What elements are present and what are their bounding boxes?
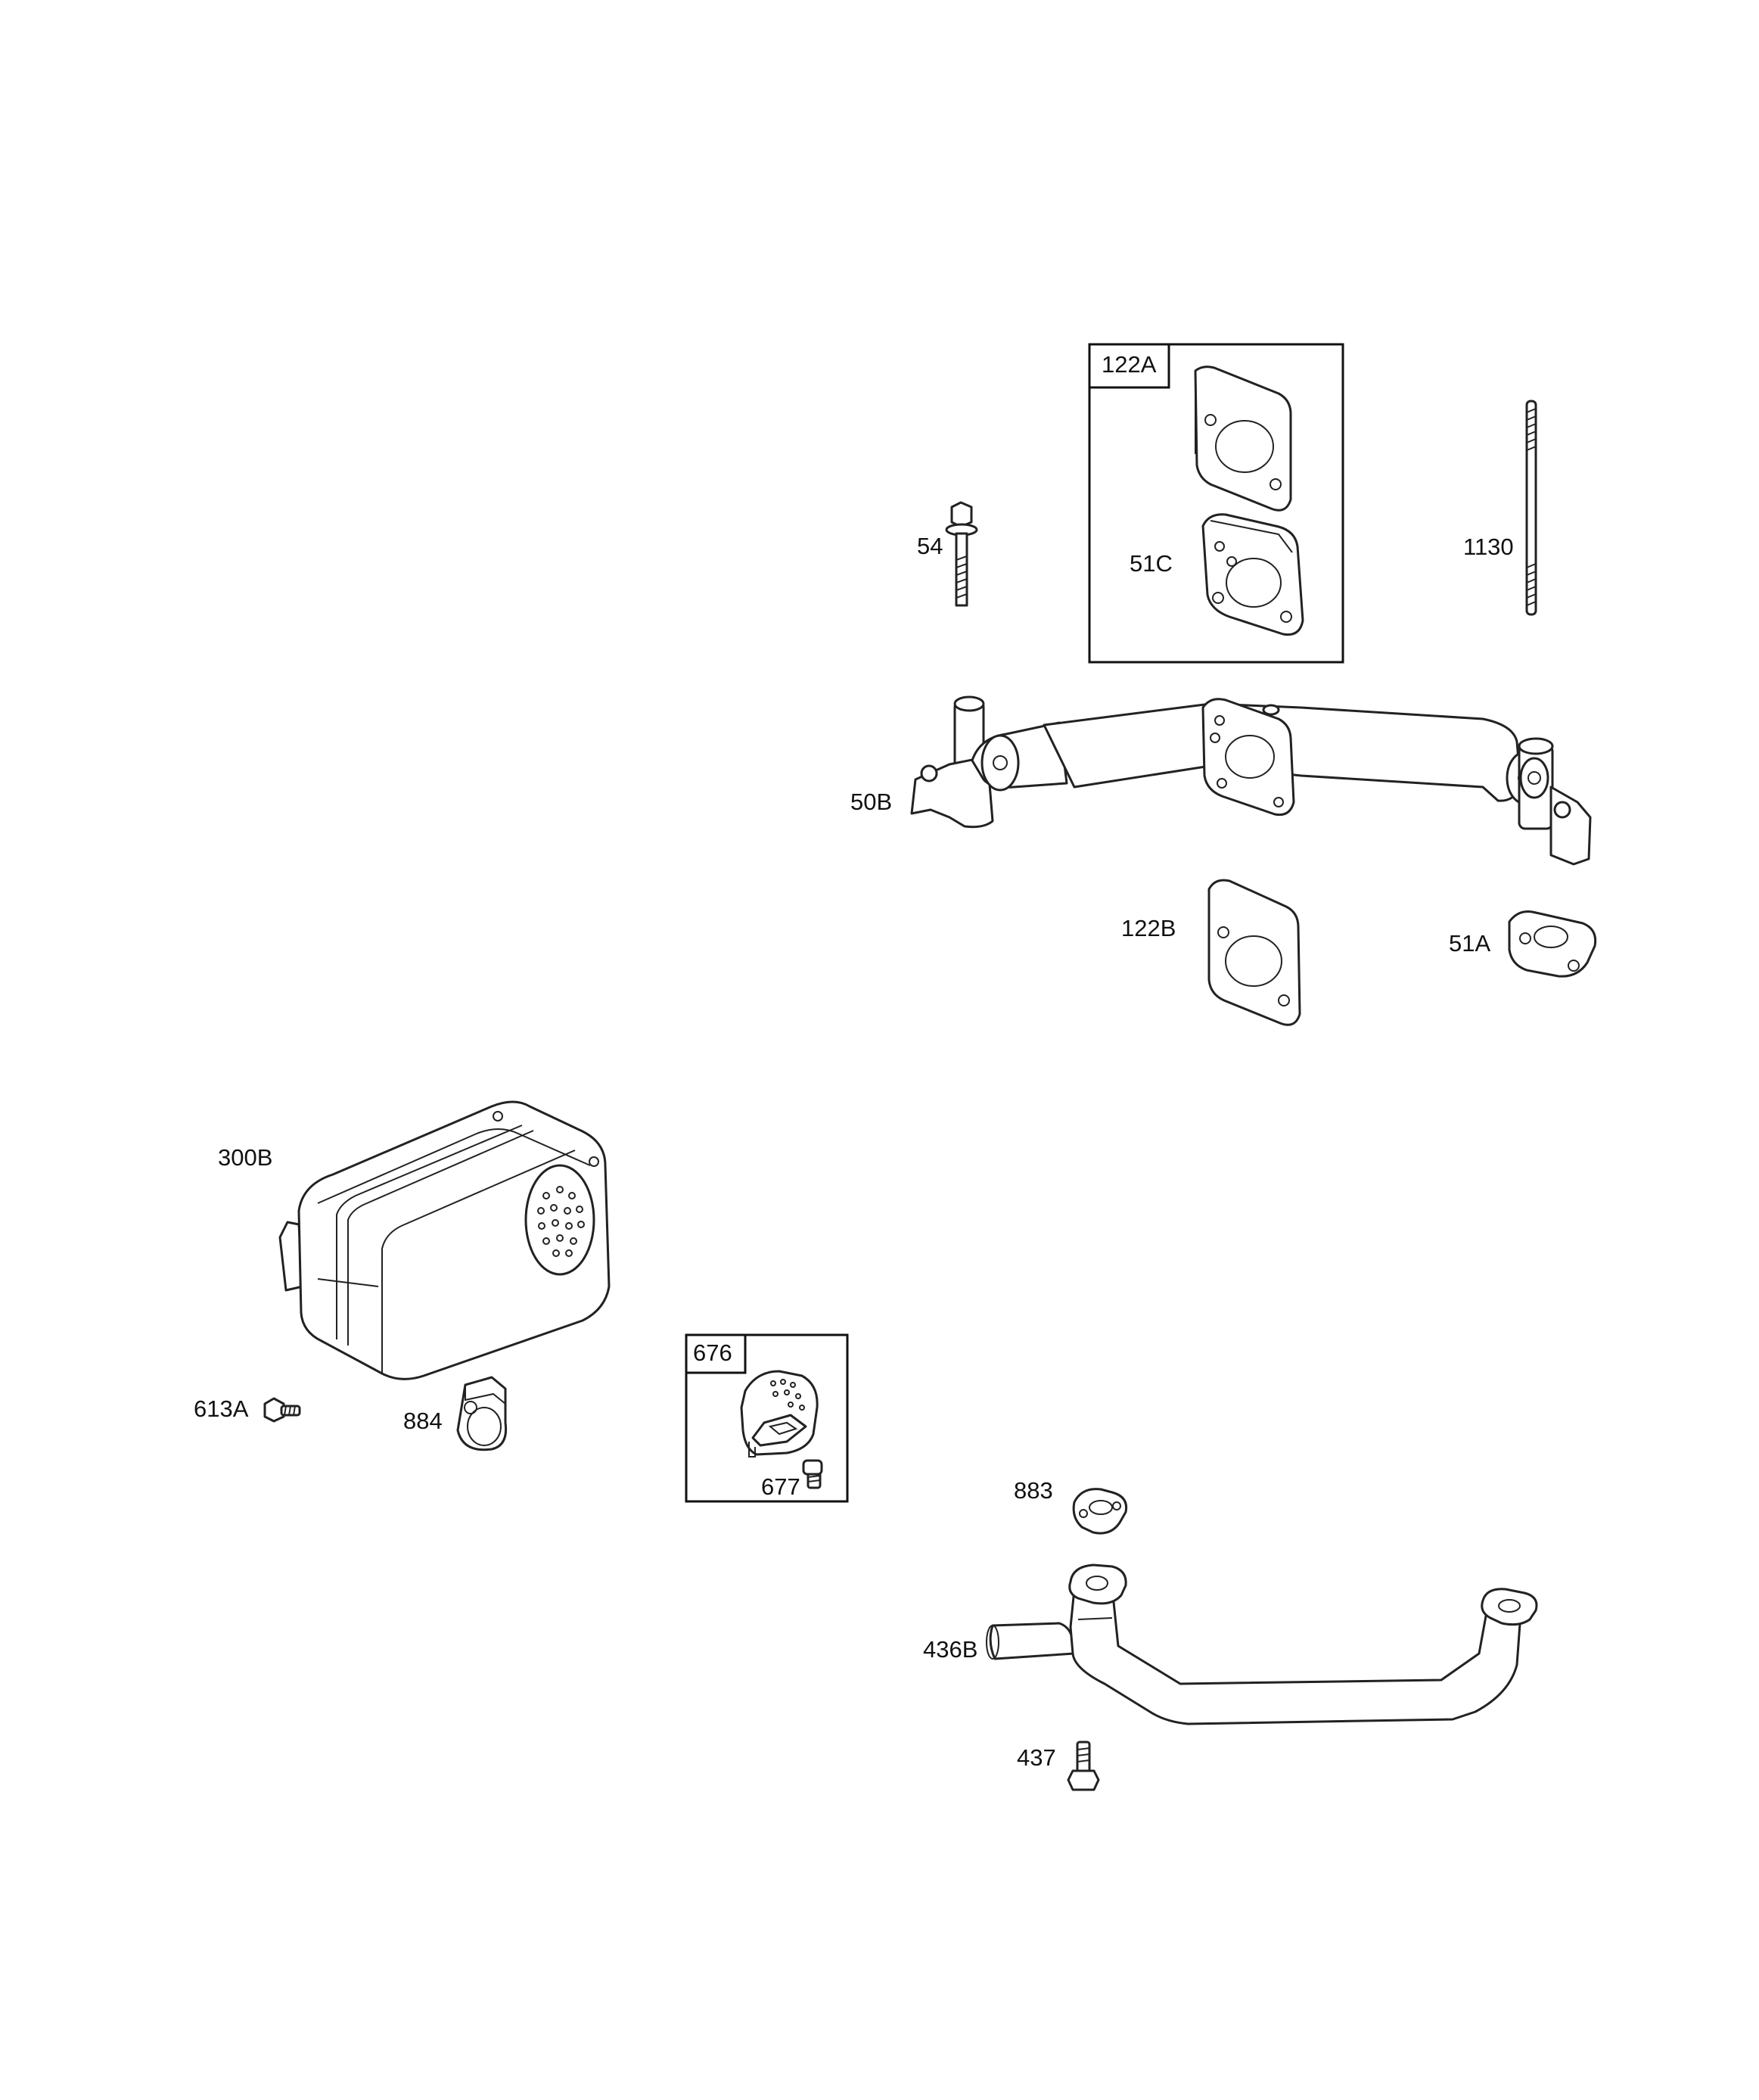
label-300B: 300B xyxy=(218,1144,272,1171)
muffler-300B[interactable] xyxy=(278,1100,611,1380)
label-437: 437 xyxy=(1017,1744,1056,1771)
label-883: 883 xyxy=(1014,1477,1053,1504)
gasket-51A[interactable] xyxy=(1508,910,1597,978)
label-51C: 51C xyxy=(1130,550,1173,577)
kit-122A-frame xyxy=(1088,343,1344,664)
stud-1130[interactable] xyxy=(1525,400,1537,616)
exhaust-pipe-436B[interactable] xyxy=(986,1563,1538,1725)
bolt-437[interactable] xyxy=(1067,1741,1100,1791)
kit-676-box: 676 677 xyxy=(685,1333,849,1503)
label-676: 676 xyxy=(693,1339,732,1366)
label-122B: 122B xyxy=(1121,915,1176,941)
label-884: 884 xyxy=(403,1408,443,1434)
intake-manifold-50B[interactable] xyxy=(910,695,1592,866)
label-51A: 51A xyxy=(1449,930,1490,957)
label-677: 677 xyxy=(761,1473,800,1500)
gasket-883[interactable] xyxy=(1072,1488,1128,1535)
gasket-51C[interactable] xyxy=(1201,513,1304,636)
kit-676-frame xyxy=(685,1333,849,1503)
gasket-122A[interactable] xyxy=(1194,366,1292,512)
clamp-884[interactable] xyxy=(456,1376,508,1451)
kit-122A-tag xyxy=(1088,343,1170,389)
screw-677[interactable] xyxy=(802,1459,823,1489)
label-436B: 436B xyxy=(923,1636,977,1663)
label-122A: 122A xyxy=(1102,351,1157,378)
label-50B: 50B xyxy=(850,789,892,815)
spark-arrestor-676[interactable] xyxy=(740,1370,819,1458)
label-54: 54 xyxy=(917,533,943,559)
label-613A: 613A xyxy=(194,1395,249,1422)
gasket-122B[interactable] xyxy=(1207,879,1301,1026)
bolt-54[interactable] xyxy=(945,501,978,607)
label-1130: 1130 xyxy=(1463,534,1514,560)
kit-676-tag xyxy=(685,1333,747,1374)
kit-122A-box: 122A 51C xyxy=(1088,343,1344,664)
screw-613A[interactable] xyxy=(263,1397,301,1423)
